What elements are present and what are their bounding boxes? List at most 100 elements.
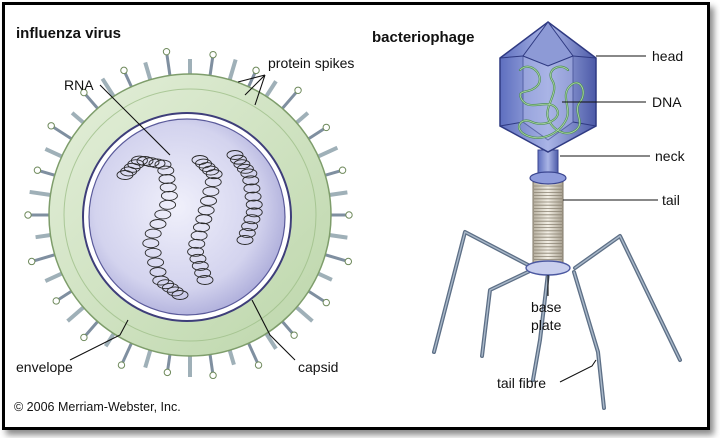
rna-coil-loop	[157, 279, 175, 290]
rna-coil-loop	[243, 183, 261, 194]
neck-label: neck	[655, 148, 686, 164]
protein-spike	[121, 339, 135, 363]
base-plate-label-line2: plate	[531, 317, 562, 333]
rna-coil-loop	[241, 221, 259, 232]
rna-coil-loop	[144, 247, 162, 258]
rna-coil-loop	[152, 275, 170, 286]
neck	[537, 149, 559, 175]
rna-coil-loop	[171, 290, 189, 300]
rna-coil-loop	[159, 182, 177, 193]
bacteriophage-title: bacteriophage	[372, 29, 475, 46]
tail-sheath	[532, 181, 564, 265]
tail-fibre-label: tail fibre	[497, 375, 546, 391]
protein-spike	[34, 252, 59, 263]
base-plate	[525, 260, 571, 276]
spike-knob	[322, 298, 330, 307]
tail-label: tail	[662, 192, 680, 208]
spike-knob	[47, 122, 55, 130]
spike-knob	[209, 371, 217, 380]
rna-coil-loop	[166, 286, 184, 297]
rna-coil-loop	[245, 207, 263, 218]
rna-coil-loop	[243, 214, 261, 225]
rna-coil-loop	[158, 174, 176, 184]
rna-coil-loop	[195, 214, 213, 225]
rna-coil-loop	[205, 169, 223, 180]
rna-coil-loop	[236, 163, 254, 174]
protein-spike	[226, 58, 238, 84]
influenza-title: influenza virus	[16, 25, 121, 42]
spike-knob	[33, 166, 42, 174]
rna-coil-loop	[142, 238, 160, 249]
rna-coil-loop	[193, 222, 210, 233]
spike-knob	[344, 257, 353, 266]
base-plate-label-line1: base	[531, 299, 562, 315]
spike-knob	[290, 331, 298, 339]
spike-knob	[52, 297, 60, 305]
rna-coil-loop	[144, 228, 162, 239]
spike-knob	[254, 361, 263, 369]
rna-coil-loop	[244, 191, 262, 202]
rna-coil-loop	[236, 235, 254, 245]
spike-knob	[27, 257, 36, 266]
rna-coil-loop	[226, 150, 244, 160]
copyright-notice: © 2006 Merriam-Webster, Inc.	[14, 400, 181, 414]
capsid-label: capsid	[298, 359, 338, 375]
spike-knob	[322, 123, 330, 132]
rna-strands	[116, 150, 263, 300]
protein-spike	[100, 77, 118, 100]
spike-knob	[209, 50, 217, 59]
rna-coil-loop	[147, 257, 165, 268]
rna-coil-loop	[238, 228, 256, 239]
rna-coil-loop	[161, 282, 179, 293]
spike-knob	[252, 66, 260, 75]
rna-coil-loop	[230, 154, 247, 165]
rna-coil-loop	[189, 253, 207, 264]
rna-coil-loop	[190, 230, 208, 241]
protein-spikes-label: protein spikes	[268, 55, 354, 71]
protein-spike	[245, 339, 259, 363]
protein-spike	[52, 126, 75, 142]
rna-coil-loop	[242, 175, 260, 186]
rna-coil-loop	[240, 168, 258, 179]
rna-coil-loop	[149, 219, 167, 229]
rna-coil-loop	[202, 186, 220, 197]
rna-coil-loop	[154, 159, 172, 170]
collar	[529, 171, 567, 185]
dna-label: DNA	[652, 94, 682, 110]
spike-knob	[294, 86, 302, 95]
rna-coil-loop	[187, 246, 205, 257]
protein-spike	[321, 252, 346, 263]
protein-spike	[292, 303, 314, 323]
rna-coil-loop	[245, 199, 263, 210]
spike-knob	[117, 361, 126, 369]
spike-knob	[163, 368, 172, 377]
protein-spike	[66, 303, 88, 323]
spike-knob	[120, 66, 128, 75]
rna-coil-loop	[130, 155, 148, 166]
rna-coil-loop	[233, 159, 251, 170]
protein-spike	[29, 189, 54, 198]
protein-spike	[314, 145, 339, 160]
spike-knob	[80, 333, 88, 342]
rna-coil-loop	[159, 199, 177, 210]
rna-coil-loop	[154, 209, 172, 220]
rna-coil-loop	[188, 238, 206, 249]
rna-coil-loop	[194, 267, 212, 278]
envelope-label: envelope	[16, 359, 73, 375]
spike-knob	[345, 211, 353, 219]
rna-coil-loop	[157, 165, 175, 176]
rna-label: RNA	[64, 77, 94, 93]
rna-coil-loop	[204, 177, 222, 188]
rna-coil-loop	[196, 275, 214, 285]
rna-coil-loop	[200, 195, 217, 206]
spike-knob	[338, 166, 347, 174]
phage-head	[499, 21, 597, 153]
rna-coil-loop	[191, 260, 209, 271]
protein-spike	[165, 54, 172, 79]
spike-knob	[162, 47, 171, 56]
spike-knob	[24, 211, 32, 219]
protein-spike	[279, 91, 298, 112]
head-label: head	[652, 48, 683, 64]
spike-knob	[80, 88, 88, 97]
